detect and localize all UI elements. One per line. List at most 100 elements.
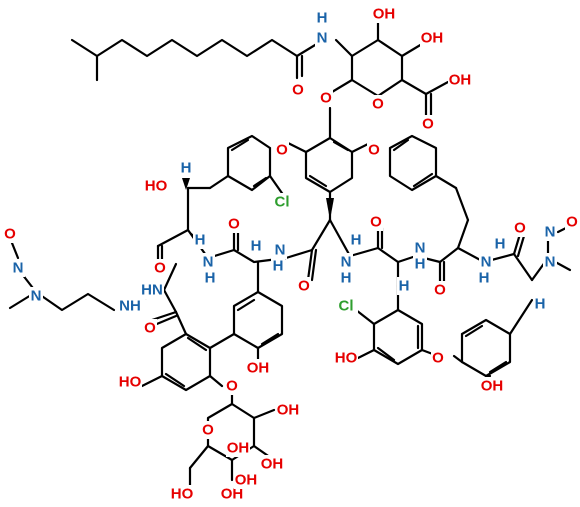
atom-label-bg xyxy=(413,239,427,257)
atom-label-bg xyxy=(226,439,250,457)
atom-label-bg xyxy=(275,141,289,159)
atom-label-bg xyxy=(349,231,363,249)
atom-label-oh-top1: OH xyxy=(373,6,396,23)
atom-label-bg xyxy=(143,319,157,337)
atom-label-ether-o2: O xyxy=(368,142,380,159)
atom-label-ring-o: O xyxy=(372,96,384,113)
atom-label-bg xyxy=(315,29,329,47)
atom-label-bg xyxy=(433,281,447,299)
atom-label-bg xyxy=(276,401,300,419)
atom-label-sug-oh1: OH xyxy=(277,402,300,419)
atom-label-nitroso-right-o: O xyxy=(566,214,578,231)
atom-label-cooh-o: O xyxy=(422,116,434,133)
atom-label-bg xyxy=(334,349,358,367)
atom-label-h-st5: H xyxy=(399,278,410,295)
atom-label-ether-o3: O xyxy=(432,350,444,367)
atom-label-bg xyxy=(291,81,305,99)
atom-label-sug-oh3: OH xyxy=(221,486,244,503)
atom-label-o-c2: O xyxy=(228,216,240,233)
atom-label-bg xyxy=(118,373,142,391)
atom-label-bg xyxy=(420,29,444,47)
atom-label-bg xyxy=(153,259,167,277)
atom-label-nme-right: N xyxy=(545,254,556,271)
atom-label-bg xyxy=(431,349,445,367)
atom-label-n1-h: H xyxy=(205,270,216,287)
atom-label-n3-h: H xyxy=(273,258,284,275)
atom-label-bg xyxy=(319,89,333,107)
atom-label-bg xyxy=(140,281,164,299)
atom-label-sug-oh5: HO xyxy=(171,486,194,503)
atom-label-oh-top2: OH xyxy=(421,30,444,47)
atom-label-bg xyxy=(203,269,217,287)
atom-label-bg xyxy=(201,253,215,271)
atom-label-bg xyxy=(297,277,311,295)
atom-label-nh-top: N xyxy=(317,30,328,47)
atom-label-bg xyxy=(201,421,215,439)
atom-label-bg xyxy=(260,455,284,473)
atom-label-n4: N xyxy=(341,254,352,271)
atom-label-nh-top-h: H xyxy=(317,10,328,27)
atom-label-bg xyxy=(270,193,294,211)
atom-label-n3: N xyxy=(275,242,286,259)
atom-label-h-st3: H xyxy=(251,238,262,255)
atom-label-bg xyxy=(397,277,411,295)
bond-skeleton xyxy=(8,16,572,488)
atom-label-o-c5: O xyxy=(434,282,446,299)
atom-label-o-c4: O xyxy=(370,214,382,231)
atom-label-n6-h: H xyxy=(479,270,490,287)
atom-label-o-c7: O xyxy=(144,320,156,337)
atom-label-nitroso-left-o: O xyxy=(4,226,16,243)
atom-label-oh-right: OH xyxy=(481,378,504,395)
atom-label-cl2: Cl xyxy=(339,298,354,315)
atom-label-n1: N xyxy=(203,254,214,271)
atom-label-bg xyxy=(372,5,396,23)
atom-label-bg xyxy=(480,377,504,395)
atom-label-bg xyxy=(413,255,427,273)
atom-label-amide-o: O xyxy=(292,82,304,99)
atom-label-bg xyxy=(367,141,381,159)
atom-label-bg xyxy=(225,377,239,395)
atom-label-nitroso-left-n: N xyxy=(13,260,24,277)
atom-label-bg xyxy=(271,257,285,275)
atom-label-bg xyxy=(479,253,493,271)
atom-label-bg xyxy=(339,253,353,271)
atom-label-cl1: Cl xyxy=(275,194,290,211)
atom-label-bg xyxy=(513,219,527,237)
atom-label-h-st2: H xyxy=(195,232,206,249)
atom-label-bg xyxy=(118,297,142,315)
atom-label-bg xyxy=(227,215,241,233)
atom-label-bg xyxy=(448,71,472,89)
atom-label-nh-left: NH xyxy=(119,298,141,315)
atom-label-bg xyxy=(334,297,358,315)
atom-label-glyco-o: O xyxy=(320,90,332,107)
atom-label-bg xyxy=(543,253,557,271)
atom-label-bg xyxy=(3,225,17,243)
atom-label-h-st7: H xyxy=(535,296,546,313)
atom-label-n4-h: H xyxy=(341,270,352,287)
atom-label-o-c3: O xyxy=(298,278,310,295)
atom-label-bg xyxy=(339,269,353,287)
atom-label-bg xyxy=(11,259,25,277)
atom-label-nitroso-right-n: N xyxy=(545,224,556,241)
atom-label-bg xyxy=(179,159,193,177)
atom-label-ho-left: HO xyxy=(119,374,142,391)
atom-label-bg xyxy=(565,213,579,231)
atom-label-bg xyxy=(493,235,507,253)
atom-label-bg xyxy=(371,95,385,113)
atom-label-bg xyxy=(533,295,547,313)
atom-label-bg xyxy=(315,9,329,27)
atom-label-o-c1: O xyxy=(154,260,166,277)
atom-label-bg xyxy=(421,115,435,133)
atom-label-bg xyxy=(234,471,258,489)
atom-label-bg xyxy=(477,269,491,287)
atom-label-bg xyxy=(220,485,244,503)
atom-label-sug-oh4: OH xyxy=(235,472,258,489)
atom-label-h-st4: H xyxy=(351,232,362,249)
atom-label-h-st1: H xyxy=(181,160,192,177)
atom-label-bg xyxy=(246,359,270,377)
atom-label-n5: N xyxy=(415,240,426,257)
atom-label-glyco-o2: O xyxy=(226,378,238,395)
